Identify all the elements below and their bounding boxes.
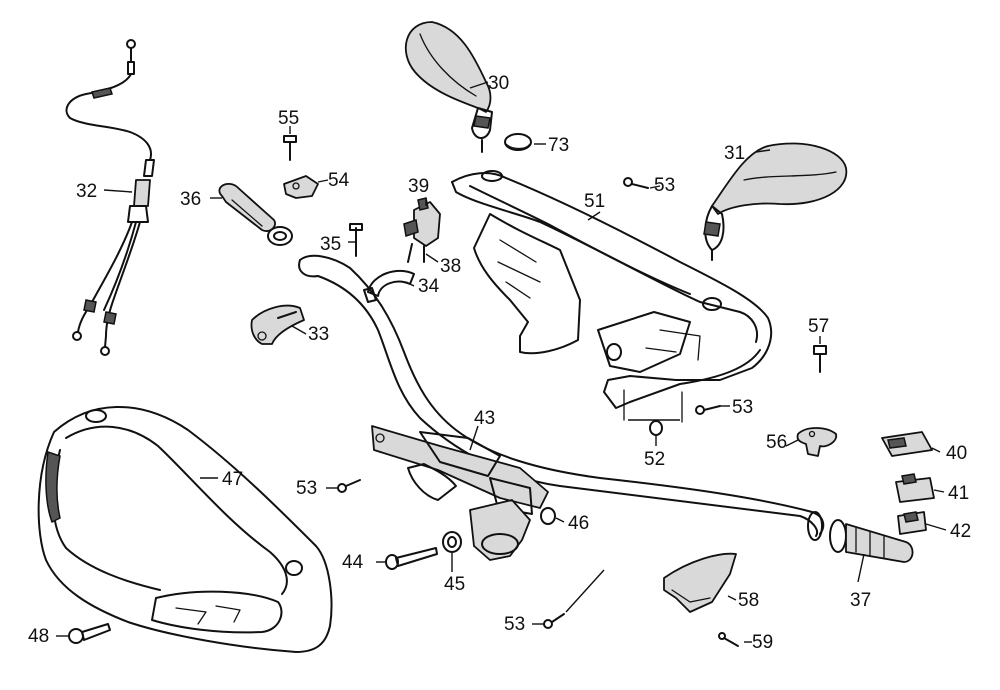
label-part-41: 41 [948,483,969,504]
part-33-lower-clamp [250,304,305,345]
part-51-rear-cover [451,170,773,423]
label-part-45: 45 [444,574,465,595]
part-36-left-grip [218,183,293,246]
label-part-46: 46 [568,513,589,534]
label-part-53-upper: 53 [654,175,675,196]
label-part-54: 54 [328,170,350,191]
part-73-cap [504,133,532,151]
label-part-53-left: 53 [296,478,317,499]
label-part-57: 57 [808,316,829,337]
part-42-switch [897,511,927,535]
part-57-screw [813,345,827,373]
part-58-bracket [663,552,737,613]
part-44-bolt [385,547,438,570]
part-34-clip [363,269,415,303]
label-part-30: 30 [488,73,509,94]
label-part-47: 47 [222,469,243,490]
label-part-58: 58 [738,590,759,611]
label-part-39: 39 [408,176,429,197]
part-40-switch [881,431,933,457]
label-part-48: 48 [28,626,49,647]
label-part-38: 38 [440,256,461,277]
part-38-39-switch [403,197,441,263]
label-part-32: 32 [76,181,97,202]
label-part-53-right: 53 [732,397,753,418]
part-48-bolt [68,623,111,644]
label-part-36: 36 [180,189,201,210]
leader-lines [56,81,947,643]
label-part-42: 42 [950,521,971,542]
part-59-screw [718,632,739,647]
part-54-holder [283,175,319,199]
label-part-73: 73 [548,135,569,156]
part-31-right-mirror [703,142,848,261]
label-part-53-lower: 53 [504,614,525,635]
part-52-grommet [649,420,663,436]
label-part-34: 34 [418,276,440,297]
label-part-55: 55 [278,108,299,129]
part-53-screws [337,177,721,629]
part-43-handlebar-bracket [371,425,549,515]
label-part-40: 40 [946,443,967,464]
label-part-31: 31 [724,143,745,164]
label-part-52: 52 [644,449,665,470]
label-part-37: 37 [850,590,871,611]
part-46-stem-clamp [469,499,556,561]
part-labels: 30 31 32 33 34 35 36 37 38 39 40 41 42 4… [28,73,971,653]
part-35-screw [349,223,363,257]
part-32-throttle-cable [65,39,155,356]
part-37-right-grip [829,519,914,563]
label-part-59: 59 [752,632,773,653]
part-30-left-mirror [404,21,493,153]
part-41-switch [895,473,935,503]
label-part-51: 51 [584,191,605,212]
part-45-collar [442,531,462,553]
label-part-56: 56 [766,432,787,453]
part-55-screw [283,135,297,161]
label-part-33: 33 [308,324,329,345]
label-part-35: 35 [320,234,341,255]
label-part-43: 43 [474,408,495,429]
part-56-plate [796,427,838,457]
part-47-front-cover [37,406,333,653]
label-part-44: 44 [342,552,364,573]
